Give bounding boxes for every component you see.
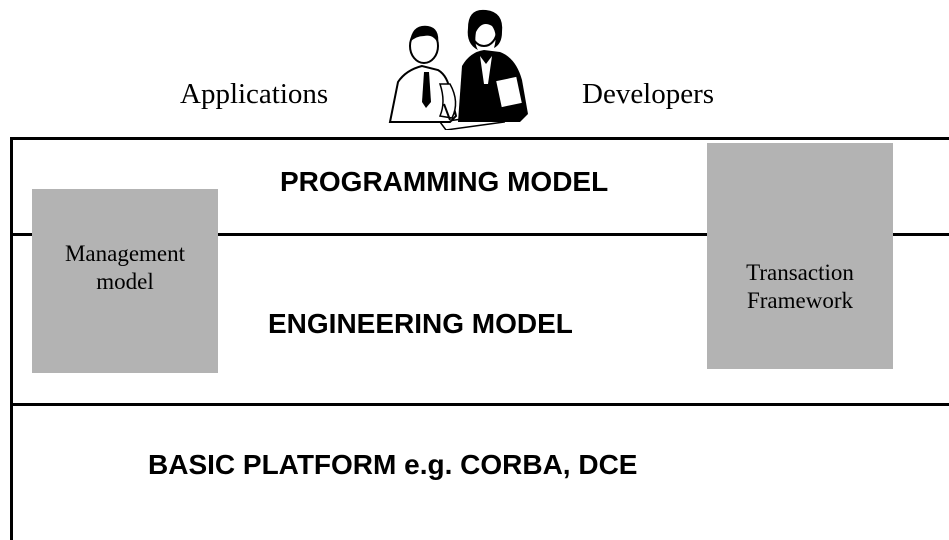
basic-platform-title: BASIC PLATFORM e.g. CORBA, DCE [148,449,638,480]
developers-label: Developers [582,78,715,110]
management-model-label: Management model [32,240,218,296]
transaction-framework-label-line2: Framework [746,288,854,313]
layer-divider-engineering-platform [10,403,949,406]
layer-divider-programming-engineering [10,233,949,236]
management-model-label-line2: model [96,269,154,294]
architecture-diagram-frame [10,137,949,540]
two-people-business-icon [388,9,528,130]
applications-label: Applications [180,78,329,110]
transaction-framework-label: Transaction Framework [707,259,893,315]
transaction-framework-label-line1: Transaction [746,260,854,285]
programming-model-title: PROGRAMMING MODEL [280,166,609,197]
management-model-box: Management model [32,189,218,373]
engineering-model-title: ENGINEERING MODEL [268,308,573,339]
management-model-label-line1: Management [64,241,186,266]
transaction-framework-box: Transaction Framework [707,143,893,369]
